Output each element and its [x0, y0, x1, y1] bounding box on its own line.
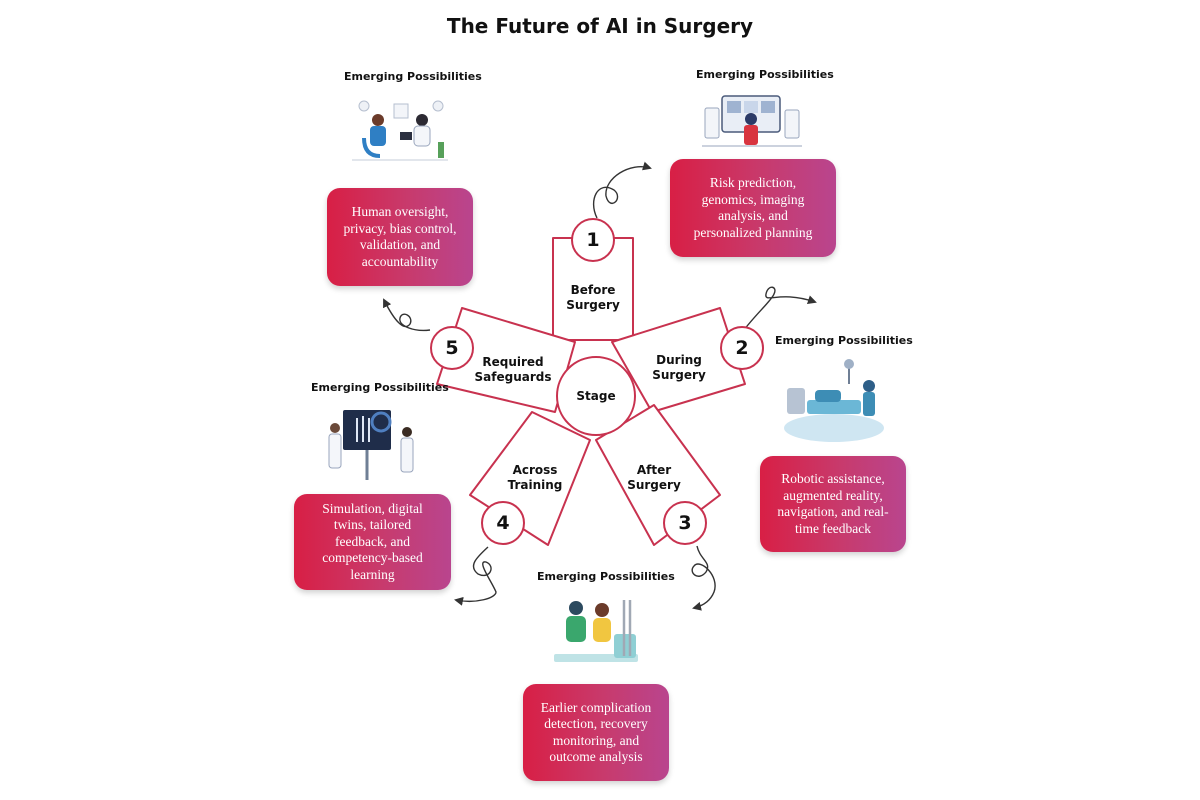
stage-2-label-line-1: During: [656, 353, 702, 367]
stage-4-label-line-2: Training: [507, 478, 563, 492]
stage-3-desc-line-4: outcome analysis: [549, 749, 643, 764]
stage-number-3: 3: [663, 501, 707, 545]
heading-stage-2: Emerging Possibilities: [775, 334, 913, 347]
doctor-patient-consultation-illustration: [352, 100, 448, 161]
stage-1-desc-line-4: personalized planning: [693, 224, 813, 240]
xray-training-illustration: [328, 410, 414, 480]
arrow-stage-4: [454, 546, 497, 606]
robotic-operating-room-illustration: [784, 359, 884, 442]
stage-2-desc-line-3: navigation, and real-: [777, 504, 889, 519]
stage-2-label-line-2: Surgery: [652, 368, 706, 382]
stage-label-required-safeguards: Required Safeguards: [470, 355, 556, 385]
stage-3-desc-line-1: Earlier complication: [540, 699, 652, 715]
arrow-stage-3: [691, 545, 716, 611]
stage-2-desc-line-1: Robotic assistance,: [781, 471, 885, 486]
heading-stage-3: Emerging Possibilities: [537, 570, 675, 583]
arm-before-surgery: [552, 237, 634, 341]
stage-5-desc-line-1: Human oversight,: [351, 204, 449, 219]
stage-5-label-line-2: Safeguards: [474, 370, 552, 384]
arrow-stage-2: [743, 286, 817, 331]
stage-number-4: 4: [481, 501, 525, 545]
stage-3-label-line-1: After: [636, 463, 672, 477]
heading-stage-1: Emerging Possibilities: [696, 68, 834, 81]
stage-1-desc-line-3: analysis, and: [718, 208, 788, 223]
stage-label-after-surgery: After Surgery: [615, 463, 693, 493]
heading-stage-4: Emerging Possibilities: [311, 381, 449, 394]
stage-1-label-line-1: Before: [570, 283, 616, 297]
arrow-stage-1: [592, 161, 652, 219]
heading-stage-5: Emerging Possibilities: [344, 70, 482, 83]
stage-2-desc-line-4: time feedback: [794, 520, 872, 536]
stage-3-label-line-2: Surgery: [627, 478, 681, 492]
stage-number-2: 2: [720, 326, 764, 370]
description-box-stage-3: Earlier complication detection, recovery…: [523, 684, 669, 781]
stage-label-across-training: Across Training: [496, 463, 574, 493]
center-hub: Stage: [556, 356, 636, 436]
description-box-stage-4: Simulation, digital twins, tailored feed…: [294, 494, 451, 590]
stage-5-desc-line-3: validation, and: [359, 237, 441, 252]
description-box-stage-5: Human oversight, privacy, bias control, …: [327, 188, 473, 286]
stage-1-desc-line-2: genomics, imaging: [701, 191, 805, 207]
stage-2-desc-line-2: augmented reality,: [783, 487, 883, 503]
stage-4-desc-line-5: learning: [350, 566, 395, 582]
description-box-stage-2: Robotic assistance, augmented reality, n…: [760, 456, 906, 552]
stage-5-desc-line-4: accountability: [361, 253, 439, 269]
stage-4-desc-line-2: twins, tailored: [333, 517, 412, 533]
description-box-stage-1: Risk prediction, genomics, imaging analy…: [670, 159, 836, 257]
stage-4-desc-line-1: Simulation, digital: [322, 500, 423, 516]
diagram-title: The Future of AI in Surgery: [446, 14, 754, 38]
stage-5-desc-line-2: privacy, bias control,: [343, 220, 457, 236]
stage-5-label-line-1: Required: [482, 355, 544, 369]
stage-number-5: 5: [430, 326, 474, 370]
doctor-reviewing-scans-illustration: [702, 95, 802, 147]
stage-3-desc-line-3: monitoring, and: [552, 732, 640, 748]
stage-4-desc-line-3: feedback, and: [335, 533, 410, 549]
connector-arrows: [383, 161, 817, 611]
stage-number-1: 1: [571, 218, 615, 262]
stage-3-desc-line-2: detection, recovery: [544, 716, 648, 731]
stage-4-label-line-1: Across: [512, 463, 558, 477]
stage-label-before-surgery: Before Surgery: [553, 283, 633, 313]
stage-4-desc-line-4: competency-based: [322, 550, 423, 566]
arrow-stage-5: [383, 298, 431, 332]
patient-recovery-illustration: [554, 600, 638, 662]
stage-1-desc-line-1: Risk prediction,: [709, 175, 797, 190]
stage-1-label-line-2: Surgery: [566, 298, 620, 312]
arm-during-surgery: [611, 307, 746, 413]
stage-label-during-surgery: During Surgery: [640, 353, 718, 383]
